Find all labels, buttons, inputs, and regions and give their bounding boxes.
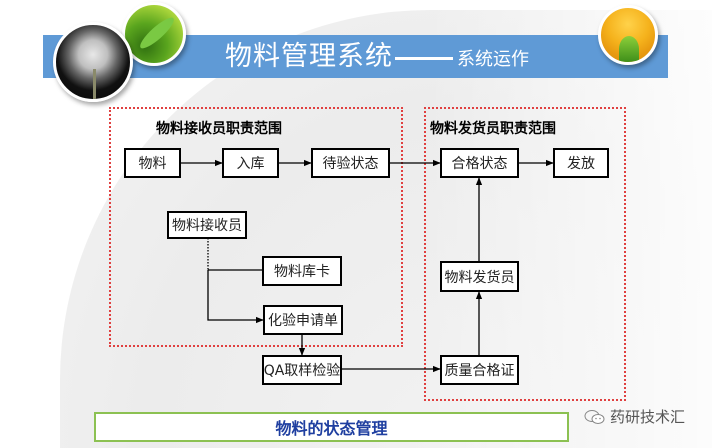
node-pending-inspection: 待验状态 xyxy=(311,148,390,178)
page-title: 物料管理系统 系统运作 xyxy=(225,36,529,78)
node-release: 发放 xyxy=(553,148,609,178)
edge-receiver-request xyxy=(207,270,264,324)
watermark: 药研技术汇 xyxy=(584,406,685,427)
node-qualified-status: 合格状态 xyxy=(440,148,519,178)
receiver-scope-region xyxy=(109,107,403,347)
node-quality-certificate: 质量合格证 xyxy=(440,355,519,385)
issuer-scope-title: 物料发货员职责范围 xyxy=(430,121,556,137)
leaf-photo-icon xyxy=(122,2,186,66)
node-qa-sampling: QA取样检验 xyxy=(262,355,342,385)
node-issuer-staff: 物料发货员 xyxy=(440,261,519,292)
title-main: 物料管理系统 xyxy=(225,41,393,72)
title-dash xyxy=(395,57,453,60)
tulip-leaf-shape xyxy=(619,36,639,62)
caption-text: 物料的状态管理 xyxy=(275,419,388,438)
node-stock-card: 物料库卡 xyxy=(262,256,342,286)
node-material: 物料 xyxy=(124,148,181,178)
watermark-text: 药研技术汇 xyxy=(610,408,686,426)
node-inspection-request: 化验申请单 xyxy=(263,305,343,335)
issuer-scope-region xyxy=(424,107,626,401)
dandelion-photo-icon xyxy=(53,22,133,102)
dandelion-stem-shape xyxy=(93,69,96,99)
title-sub: 系统运作 xyxy=(457,49,529,70)
tulip-photo-icon xyxy=(598,5,658,65)
node-receiver-staff: 物料接收员 xyxy=(167,211,247,239)
receiver-scope-title: 物料接收员职责范围 xyxy=(156,121,282,137)
caption-box: 物料的状态管理 xyxy=(94,412,569,442)
node-warehousing: 入库 xyxy=(222,148,279,178)
wechat-icon xyxy=(584,409,605,424)
